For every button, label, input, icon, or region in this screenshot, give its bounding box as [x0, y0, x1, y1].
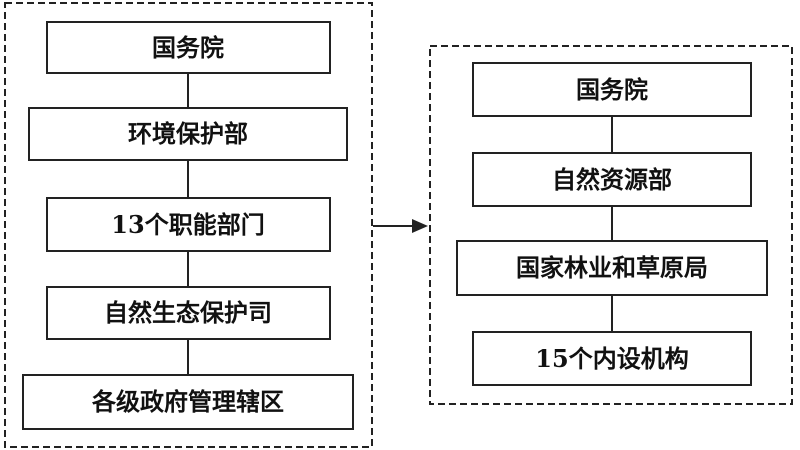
- transition-arrow: [373, 219, 428, 233]
- left-node-state-council: 国务院: [46, 21, 331, 74]
- right-group: 国务院 自然资源部 国家林业和草原局 15个内设机构: [429, 45, 793, 405]
- right-node-forestry-grassland-admin: 国家林业和草原局: [456, 240, 768, 296]
- left-node-label: 各级政府管理辖区: [91, 387, 284, 416]
- left-node-label: 自然生态保护司: [104, 298, 272, 327]
- right-node-label: 自然资源部: [552, 165, 672, 194]
- right-node-label: 15个内设机构: [535, 344, 688, 373]
- left-node-label: 环境保护部: [128, 119, 248, 148]
- left-node-functional-departments: 13个职能部门: [46, 197, 331, 252]
- left-node-ecological-protection-dept: 自然生态保护司: [46, 286, 331, 340]
- left-group: 国务院 环境保护部 13个职能部门 自然生态保护司 各级政府管理辖区: [4, 2, 373, 448]
- right-node-natural-resources-ministry: 自然资源部: [472, 152, 752, 207]
- left-node-env-protection-ministry: 环境保护部: [28, 107, 348, 161]
- left-group-border: [4, 2, 373, 448]
- right-node-label: 国务院: [576, 75, 648, 104]
- right-node-internal-institutions: 15个内设机构: [472, 331, 752, 386]
- right-node-label: 国家林业和草原局: [516, 253, 708, 282]
- left-node-label: 13个职能部门: [111, 210, 264, 239]
- right-node-state-council: 国务院: [472, 62, 752, 117]
- left-node-label: 国务院: [152, 33, 224, 62]
- right-group-border: [429, 45, 793, 405]
- left-node-government-jurisdictions: 各级政府管理辖区: [22, 374, 354, 430]
